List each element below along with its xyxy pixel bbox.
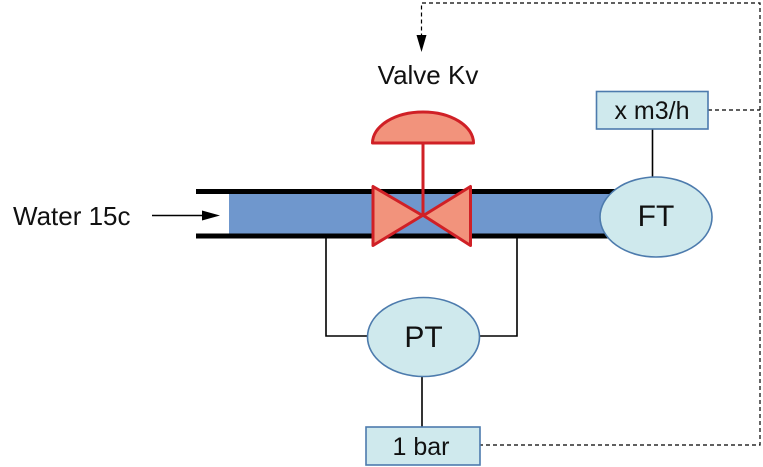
control-signal-dashed-line [420, 2, 761, 446]
flow-readout-box [595, 90, 709, 130]
valve-body-left-triangle [371, 185, 424, 247]
pressure-readout-label: 1 bar [393, 433, 450, 461]
flow-readout-label: x m3/h [614, 97, 689, 125]
pressure-readout-box [365, 426, 481, 466]
pt-tap-left-line [325, 238, 369, 337]
inlet-label: Water 15c [13, 201, 131, 231]
right-arrow-icon [202, 210, 220, 221]
flow-transmitter-label: FT [638, 200, 675, 233]
valve-actuator-dome [371, 110, 475, 145]
pressure-transmitter-label: PT [404, 321, 442, 354]
flow-transmitter-ellipse [599, 176, 713, 258]
valve-label: Valve Kv [378, 60, 479, 90]
pt-tap-right-line [480, 238, 518, 337]
pressure-transmitter-ellipse [366, 296, 481, 378]
valve-body-right-triangle [422, 185, 472, 247]
down-arrow-icon [416, 35, 427, 52]
control-valve [371, 110, 475, 247]
